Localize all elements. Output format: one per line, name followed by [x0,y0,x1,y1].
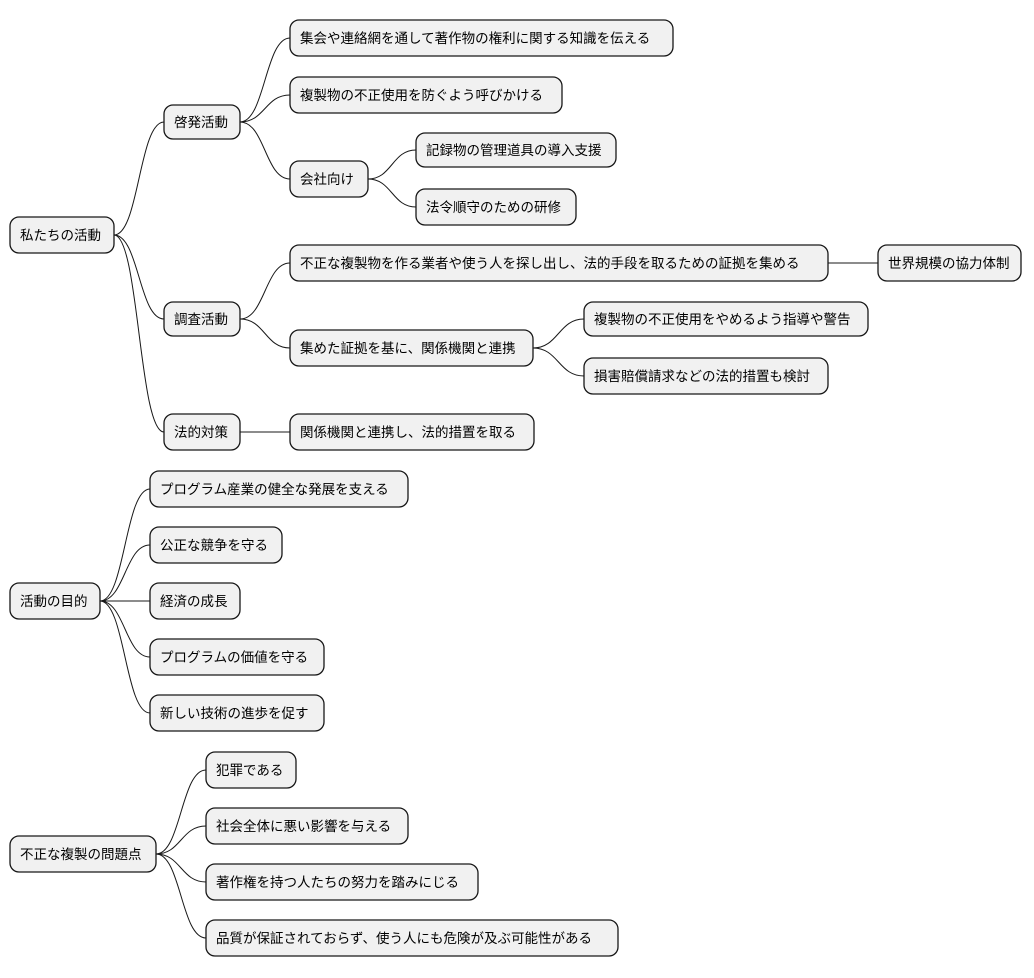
node-for-companies: 会社向け [289,160,369,198]
connector-line [367,149,417,180]
connector-line [113,234,165,433]
connector-line [239,94,291,123]
node-label: 啓発活動 [174,115,228,131]
node-support-program-industry: プログラム産業の健全な発展を支える [149,470,409,508]
node-label: 品質が保証されておらず、使う人にも危険が及ぶ可能性がある [216,930,592,947]
node-management-tool-support: 記録物の管理道具の導入支援 [415,132,617,168]
node-label: 法的対策 [174,424,228,441]
connector-line [239,121,291,180]
node-legal-damages: 損害賠償請求などの法的措置も検討 [583,357,829,395]
root-node-our-activities: 私たちの活動 [9,216,115,254]
connector-line [155,825,207,855]
connector-line [532,318,585,349]
node-call-to-prevent-misuse: 複製物の不正使用を防ぐよう呼びかける [289,76,563,114]
node-label: 関係機関と連携し、法的措置を取る [300,425,516,441]
node-quality-not-guaranteed: 品質が保証されておらず、使う人にも危険が及ぶ可能性がある [205,919,619,957]
node-take-legal-action: 関係機関と連携し、法的措置を取る [289,413,535,451]
node-legal-measures: 法的対策 [163,413,241,451]
connector-line [155,769,207,855]
node-label: 調査活動 [174,312,228,328]
node-tramples-rights-holders: 著作権を持つ人たちの努力を踏みにじる [205,863,479,901]
node-protect-program-value: プログラムの価値を守る [149,638,325,676]
node-label: プログラムの価値を守る [160,650,308,666]
connector-line [532,347,585,377]
node-label: 犯罪である [216,763,283,779]
node-label: 集会や連絡網を通して著作物の権利に関する知識を伝える [300,30,650,47]
node-label: 複製物の不正使用を防ぐよう呼びかける [300,87,543,104]
node-label: 集めた証拠を基に、関係機関と連携 [300,340,516,357]
node-compliance-training: 法令順守のための研修 [415,188,577,226]
node-fair-competition: 公正な競争を守る [149,526,283,564]
connector-line [239,37,291,123]
node-label: 記録物の管理道具の導入支援 [426,142,602,159]
mindmap-connectors [99,37,878,939]
node-bad-social-impact: 社会全体に悪い影響を与える [205,807,409,845]
node-promote-new-tech: 新しい技術の進歩を促す [149,694,325,732]
connector-line [239,262,291,320]
root-node-piracy-problems: 不正な複製の問題点 [9,835,157,873]
node-label: 新しい技術の進歩を促す [160,706,309,722]
node-label: 世界規模の協力体制 [888,256,1010,272]
node-label: 法令順守のための研修 [426,200,561,216]
node-label: 公正な競争を守る [160,538,268,554]
node-economic-growth: 経済の成長 [149,582,241,620]
node-label: 複製物の不正使用をやめるよう指導や警告 [594,311,851,328]
node-label: 社会全体に悪い影響を与える [216,818,391,835]
connector-line [155,853,207,939]
node-label: 不正な複製の問題点 [20,846,142,863]
connector-line [99,600,151,658]
node-label: 不正な複製物を作る業者や使う人を探し出し、法的手段を取るための証拠を集める [300,255,800,272]
node-investigation-activities: 調査活動 [163,301,241,337]
node-is-crime: 犯罪である [205,751,297,789]
node-label: 会社向け [300,172,354,188]
node-label: 損害賠償請求などの法的措置も検討 [594,369,810,385]
connector-line [239,318,291,349]
node-share-copyright-knowledge: 集会や連絡網を通して著作物の権利に関する知識を伝える [289,19,674,57]
node-awareness-activities: 啓発活動 [163,104,241,140]
root-node-purpose: 活動の目的 [9,582,101,620]
node-collect-evidence: 不正な複製物を作る業者や使う人を探し出し、法的手段を取るための証拠を集める [289,244,829,282]
node-label: 私たちの活動 [20,228,101,244]
connector-line [99,544,151,602]
node-label: 経済の成長 [160,594,228,610]
node-label: 著作権を持つ人たちの努力を踏みにじる [216,874,459,891]
node-label: 活動の目的 [20,594,88,610]
node-guidance-and-warnings: 複製物の不正使用をやめるよう指導や警告 [583,301,869,337]
connector-line [155,853,207,883]
node-label: プログラム産業の健全な発展を支える [160,481,389,498]
connector-line [113,234,165,320]
connector-line [99,488,151,602]
connector-line [99,600,151,714]
connector-line [367,178,417,208]
connector-line [113,121,165,236]
node-global-cooperation: 世界規模の協力体制 [877,244,1022,282]
node-cooperate-with-agencies: 集めた証拠を基に、関係機関と連携 [289,329,534,367]
